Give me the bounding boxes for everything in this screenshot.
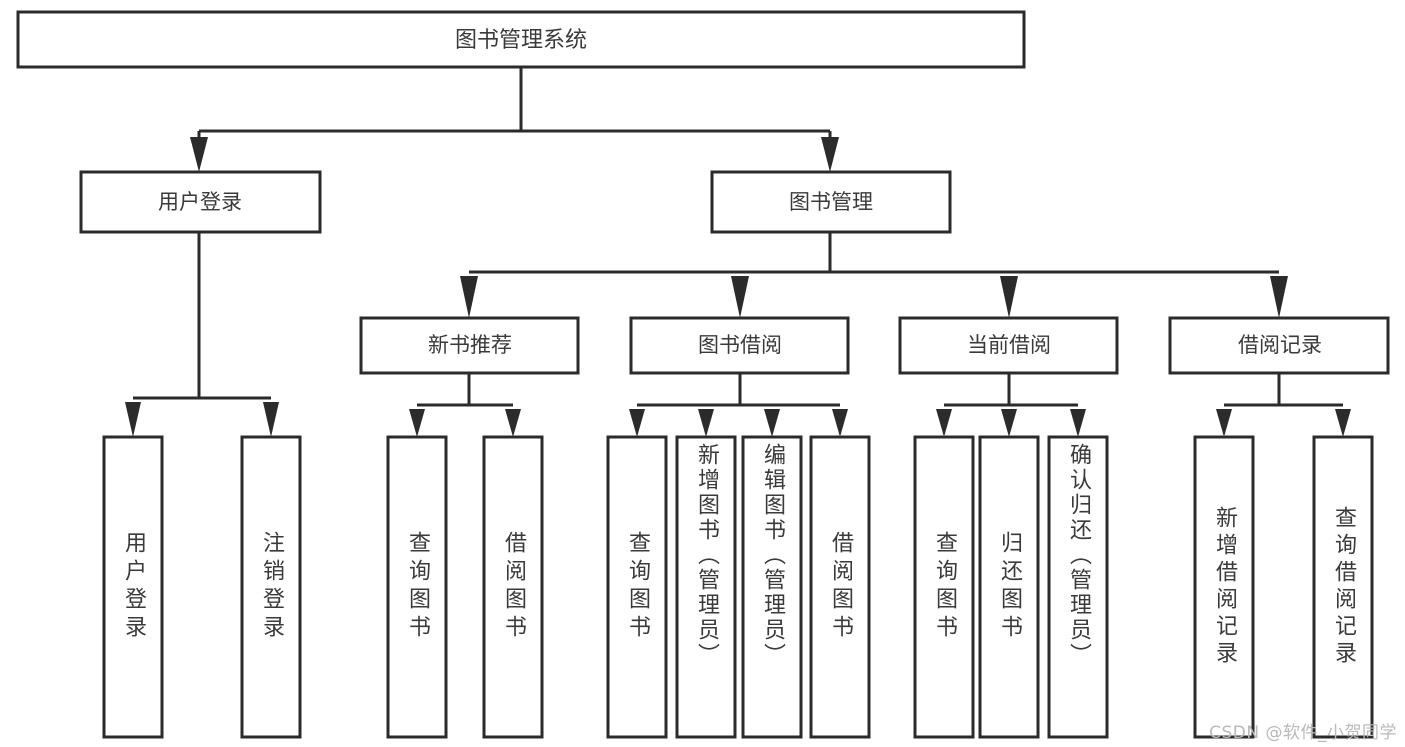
node-book-borrow-label: 图书借阅 (698, 333, 782, 357)
leaf-label-wrap-user-login: 用户登录 (104, 437, 162, 737)
leaf-box-br-add-record[interactable] (1193, 435, 1255, 739)
arrow-bb-leaf-3 (764, 409, 780, 437)
leaf-box-nb-borrow-book[interactable] (482, 435, 544, 739)
node-root[interactable]: 图书管理系统 (16, 10, 1026, 69)
arrow-bb-leaf-1 (629, 409, 645, 437)
leaf-box-bb-borrow-book[interactable] (809, 435, 871, 739)
leaf-box-cb-query-book[interactable] (913, 435, 975, 739)
node-borrow-record-box[interactable] (1168, 316, 1390, 375)
leaf-label-wrap-br-add-record: 新增借阅记录 (1195, 437, 1253, 737)
leaf-label-wrap-bb-borrow-book: 借阅图书 (811, 437, 869, 737)
leaf-label-cb-query-book: 查询图书 (932, 531, 957, 643)
node-current-borrow[interactable]: 当前借阅 (898, 316, 1119, 375)
leaf-box-cb-return-book[interactable] (978, 435, 1040, 739)
leaf-label-bb-borrow-book: 借阅图书 (828, 531, 853, 643)
leaf-label-cb-confirm-return: 确认归还（管理员） (1066, 443, 1091, 668)
arrow-cb-leaf-3 (1070, 409, 1086, 437)
leaf-label-wrap-cb-query-book: 查询图书 (915, 437, 973, 737)
node-user-login-label: 用户登录 (158, 190, 242, 214)
leaf-label-nb-query-book: 查询图书 (405, 531, 430, 643)
node-book-manage[interactable]: 图书管理 (710, 170, 952, 234)
arrow-br-leaf-1 (1216, 409, 1232, 437)
node-book-manage-label: 图书管理 (789, 190, 873, 214)
arrow-cb-leaf-2 (1001, 409, 1017, 437)
node-borrow-record-label: 借阅记录 (1238, 333, 1322, 357)
arrow-bb-leaf-2 (698, 409, 714, 437)
arrow-to-borrow-record (1270, 276, 1288, 318)
arrow-to-leaf-user-login (125, 402, 141, 437)
csdn-watermark: CSDN @软件_小贺同学 (1209, 723, 1397, 743)
leaf-label-nb-borrow-book: 借阅图书 (501, 531, 526, 643)
leaf-box-br-query-record[interactable] (1312, 435, 1374, 739)
arrow-to-leaf-logout (263, 402, 279, 437)
leaf-box-bb-add-book[interactable] (675, 435, 737, 739)
arrow-br-leaf-2 (1335, 409, 1351, 437)
node-current-borrow-label: 当前借阅 (967, 333, 1051, 357)
arrow-to-user-login (190, 137, 208, 172)
leaf-label-wrap-cb-return-book: 归还图书 (980, 437, 1038, 737)
node-root-label: 图书管理系统 (455, 28, 587, 53)
leaf-label-bb-edit-book: 编辑图书（管理员） (760, 443, 785, 668)
leaf-box-bb-query-book[interactable] (606, 435, 668, 739)
leaf-label-wrap-nb-borrow-book: 借阅图书 (484, 437, 542, 737)
connector-layer (125, 67, 1351, 437)
leaf-box-bb-edit-book[interactable] (741, 435, 803, 739)
arrow-cb-leaf-1 (936, 409, 952, 437)
leaf-label-br-add-record: 新增借阅记录 (1212, 506, 1237, 668)
node-new-book-recommend[interactable]: 新书推荐 (359, 316, 580, 375)
node-book-borrow[interactable]: 图书借阅 (629, 316, 850, 375)
arrow-to-new-book-recommend (460, 276, 478, 318)
node-user-login-box[interactable] (79, 170, 322, 234)
arrow-nb-leaf-2 (505, 409, 521, 437)
arrow-nb-leaf-1 (409, 409, 425, 437)
leaf-label-user-login: 用户登录 (121, 531, 146, 643)
node-root-box[interactable] (16, 10, 1026, 69)
node-book-manage-box[interactable] (710, 170, 952, 234)
leaf-label-wrap-bb-query-book: 查询图书 (608, 437, 666, 737)
leaf-box-nb-query-book[interactable] (386, 435, 448, 739)
node-new-book-recommend-label: 新书推荐 (428, 333, 512, 357)
leaf-label-logout: 注销登录 (259, 531, 284, 643)
leaf-label-wrap-br-query-record: 查询借阅记录 (1314, 437, 1372, 737)
node-borrow-record[interactable]: 借阅记录 (1168, 316, 1390, 375)
leaf-label-wrap-bb-edit-book: 编辑图书（管理员） (743, 437, 801, 737)
leaf-label-cb-return-book: 归还图书 (997, 531, 1022, 643)
arrow-bb-leaf-4 (832, 409, 848, 437)
leaf-label-bb-query-book: 查询图书 (625, 531, 650, 643)
arrow-to-current-borrow (1000, 276, 1018, 318)
node-new-book-recommend-box[interactable] (359, 316, 580, 375)
node-current-borrow-box[interactable] (898, 316, 1119, 375)
node-book-borrow-box[interactable] (629, 316, 850, 375)
leaf-box-cb-confirm-return[interactable] (1047, 435, 1109, 739)
arrow-to-book-borrow (731, 276, 749, 318)
leaf-label-wrap-cb-confirm-return: 确认归还（管理员） (1049, 437, 1107, 737)
leaf-box-layer (102, 435, 1374, 739)
leaf-label-wrap-bb-add-book: 新增图书（管理员） (677, 437, 735, 737)
node-user-login[interactable]: 用户登录 (79, 170, 322, 234)
leaf-label-wrap-logout: 注销登录 (242, 437, 300, 737)
leaf-label-bb-add-book: 新增图书（管理员） (694, 443, 719, 668)
leaf-label-br-query-record: 查询借阅记录 (1331, 506, 1356, 668)
leaf-box-user-login[interactable] (102, 435, 164, 739)
arrow-to-book-manage (821, 137, 839, 172)
leaf-label-wrap-nb-query-book: 查询图书 (388, 437, 446, 737)
leaf-box-logout[interactable] (240, 435, 302, 739)
